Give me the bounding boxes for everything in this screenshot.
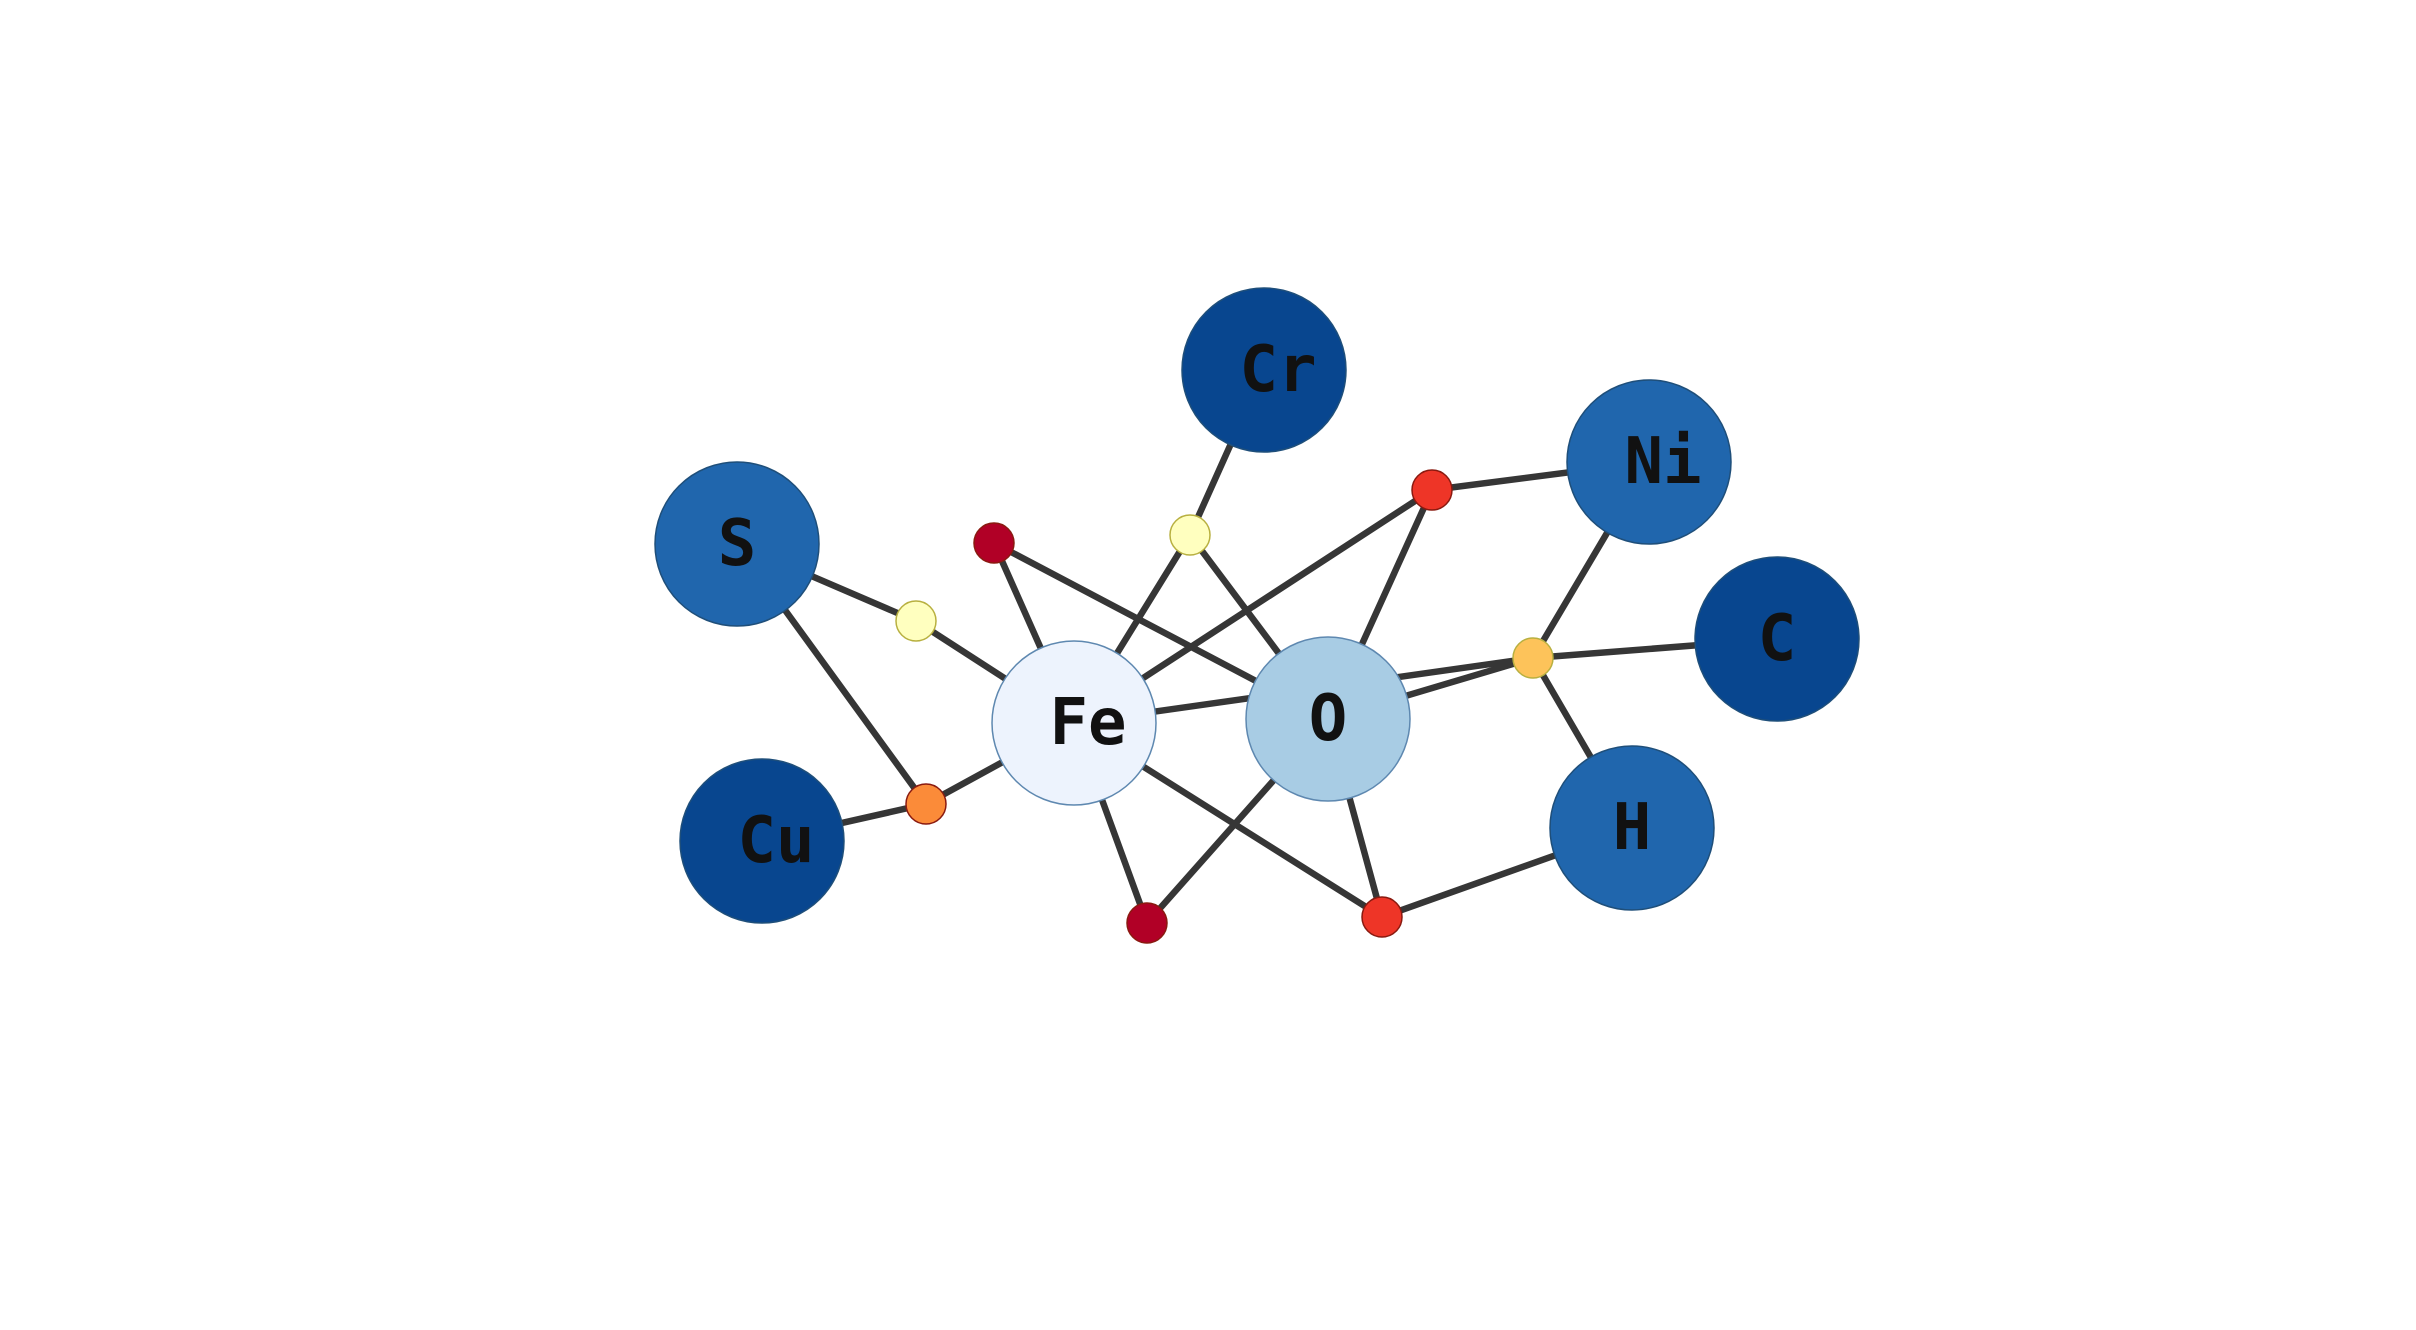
junction-node-j8 <box>1361 896 1403 938</box>
element-node-h: H <box>1549 745 1715 911</box>
element-circle-c <box>1694 556 1860 722</box>
junction-node-j4 <box>1411 469 1453 511</box>
element-node-cu: Cu <box>679 758 845 924</box>
element-label-o: O <box>1309 682 1348 756</box>
element-circle-s <box>654 461 820 627</box>
element-nodes-layer: Fe O CrS Cu NiC H <box>654 287 1860 924</box>
element-circle-cu <box>679 758 845 924</box>
element-label-h: H <box>1613 791 1652 865</box>
element-circle-ni <box>1566 379 1732 545</box>
element-node-c: C <box>1694 556 1860 722</box>
element-label-cu: Cu <box>737 804 814 878</box>
junction-node-j6 <box>905 783 947 825</box>
element-label-ni: Ni <box>1624 425 1701 499</box>
element-circle-h <box>1549 745 1715 911</box>
element-label-cr: Cr <box>1239 333 1316 407</box>
junctions-layer <box>895 469 1554 944</box>
element-label-fe: Fe <box>1049 686 1126 760</box>
element-circle-fe <box>991 640 1157 806</box>
element-circle-cr <box>1181 287 1347 453</box>
element-node-o: O <box>1245 636 1411 802</box>
element-circle-o <box>1245 636 1411 802</box>
element-label-c: C <box>1758 602 1797 676</box>
junction-node-j5 <box>1512 637 1554 679</box>
junction-node-j7 <box>1126 902 1168 944</box>
element-node-fe: Fe <box>991 640 1157 806</box>
element-node-cr: Cr <box>1181 287 1347 453</box>
element-node-s: S <box>654 461 820 627</box>
element-node-ni: Ni <box>1566 379 1732 545</box>
element-label-s: S <box>718 507 757 581</box>
junction-node-j1 <box>895 600 937 642</box>
junction-node-j2 <box>973 522 1015 564</box>
junction-node-j3 <box>1169 514 1211 556</box>
